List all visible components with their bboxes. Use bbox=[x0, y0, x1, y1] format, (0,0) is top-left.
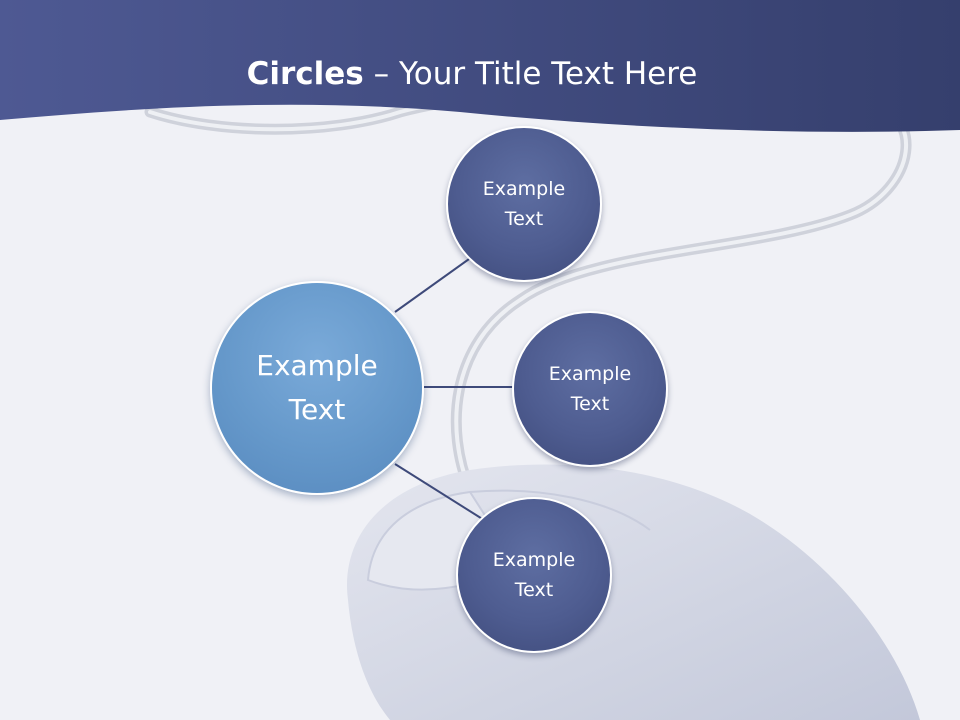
satellite-circle-line1: Example bbox=[482, 178, 566, 200]
satellite-circle-bottom: Example Text bbox=[456, 497, 612, 653]
satellite-circle-line2: Text bbox=[504, 208, 544, 230]
satellite-circle-label: Example Text bbox=[469, 545, 599, 605]
satellite-circle-line1: Example bbox=[548, 363, 632, 385]
satellite-circle-label: Example Text bbox=[459, 174, 589, 234]
connector-line-bottom bbox=[394, 463, 485, 521]
title-rest: – Your Title Text Here bbox=[363, 56, 698, 92]
title-bold: Circles bbox=[246, 56, 364, 92]
center-circle-line2: Text bbox=[288, 393, 346, 426]
satellite-circle-line2: Text bbox=[570, 393, 610, 415]
satellite-circle-top: Example Text bbox=[446, 126, 602, 282]
connector-line-top bbox=[394, 253, 477, 313]
slide-title: Circles – Your Title Text Here bbox=[0, 52, 944, 96]
satellite-circle-middle: Example Text bbox=[512, 311, 668, 467]
center-circle: Example Text bbox=[210, 281, 424, 495]
title-banner bbox=[0, 0, 960, 132]
satellite-circle-line2: Text bbox=[514, 579, 554, 601]
satellite-circle-line1: Example bbox=[492, 549, 576, 571]
satellite-circle-label: Example Text bbox=[525, 359, 655, 419]
center-circle-label: Example Text bbox=[227, 344, 407, 432]
center-circle-line1: Example bbox=[256, 349, 378, 382]
